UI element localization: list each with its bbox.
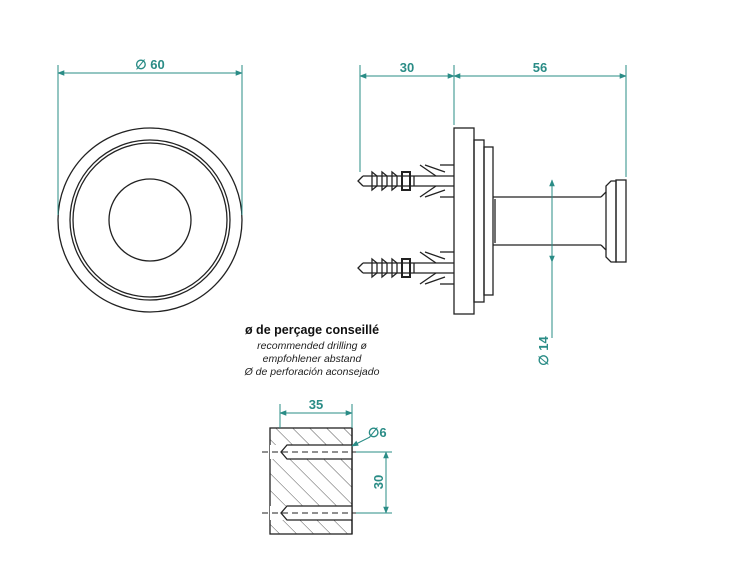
drilling-note: ø de perçage conseillé recommended drill… <box>244 323 380 378</box>
hole-spacing-30-label: 30 <box>371 475 386 489</box>
drill-hole-upper <box>270 445 352 459</box>
knob-cap <box>615 179 627 263</box>
diameter-14-label: ∅ 14 <box>536 336 551 366</box>
note-line-de: empfohlener abstand <box>263 353 363 365</box>
dimension-length-56 <box>453 65 627 177</box>
dimension-depth-30 <box>359 65 455 172</box>
knob-circle <box>108 178 192 262</box>
dimension-diameter-60 <box>57 65 243 215</box>
base-step-2 <box>483 146 494 296</box>
base-step-1 <box>473 139 485 303</box>
note-line-en: recommended drilling ø <box>257 340 367 352</box>
wall-anchor-upper <box>357 164 454 198</box>
drill-section <box>262 427 356 535</box>
rosette-outer-circle <box>57 127 243 313</box>
side-view <box>357 127 627 315</box>
knob-flare <box>600 180 617 263</box>
drill-diameter-6-label: ∅6 <box>368 425 387 440</box>
diameter-60-label: ∅ 60 <box>135 57 164 72</box>
front-view <box>57 127 243 313</box>
leader-diameter-6 <box>351 436 371 447</box>
length-56-label: 56 <box>533 60 547 75</box>
note-title: ø de perçage conseillé <box>245 323 379 337</box>
wall-anchor-lower <box>357 251 454 285</box>
drill-depth-35-label: 35 <box>309 397 323 412</box>
rosette-inner-ring <box>69 139 231 301</box>
depth-30-label: 30 <box>400 60 414 75</box>
note-line-es: Ø de perforación aconsejado <box>244 366 380 378</box>
base-plate <box>453 127 475 315</box>
drill-hole-lower <box>270 506 352 520</box>
dimension-hole-spacing-30 <box>356 451 392 514</box>
rosette-ring <box>72 142 228 298</box>
dimension-drill-depth-35 <box>279 404 353 428</box>
